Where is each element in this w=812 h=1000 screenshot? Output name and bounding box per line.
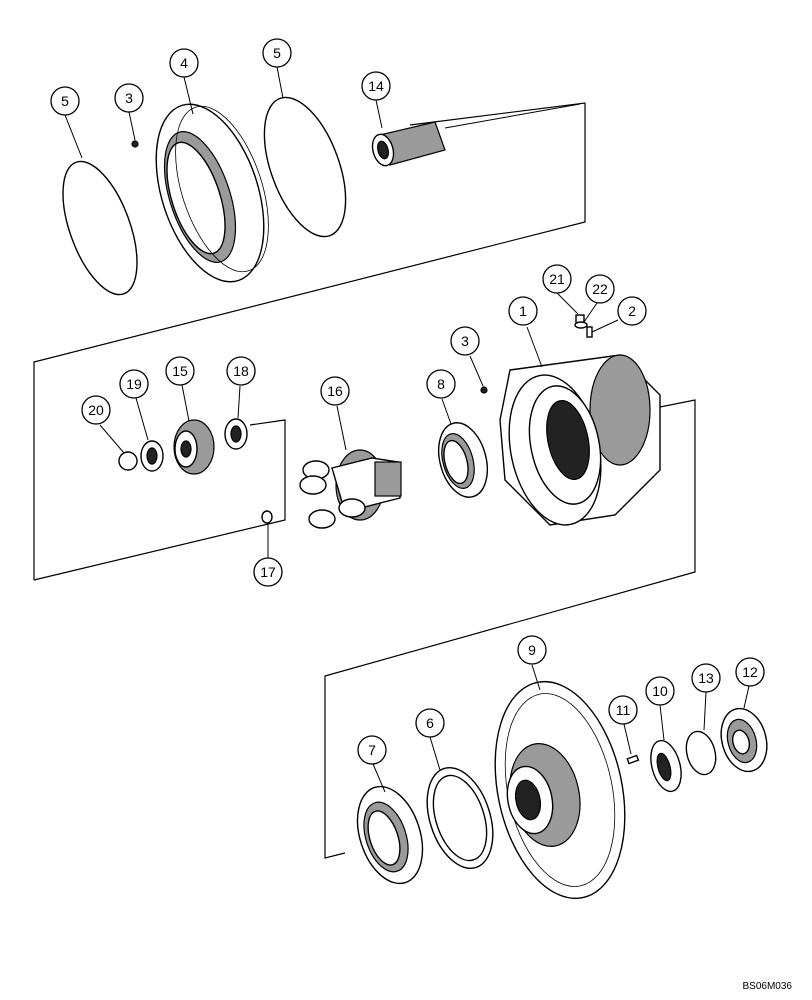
svg-text:13: 13 bbox=[698, 670, 714, 686]
group-frame-top bbox=[33, 102, 586, 580]
callout-17: 17 bbox=[253, 557, 283, 587]
svg-text:21: 21 bbox=[549, 271, 565, 287]
svg-text:2: 2 bbox=[628, 303, 636, 319]
callout-18: 18 bbox=[226, 356, 256, 386]
svg-text:1: 1 bbox=[519, 303, 527, 319]
svg-text:4: 4 bbox=[180, 55, 188, 71]
svg-text:18: 18 bbox=[233, 363, 249, 379]
plug-part-3-middle bbox=[480, 386, 488, 394]
callout-16: 16 bbox=[320, 376, 350, 406]
group-frame-middle-right bbox=[324, 399, 696, 859]
group-frame-middle bbox=[33, 419, 286, 581]
svg-text:19: 19 bbox=[126, 376, 142, 392]
hub-9 bbox=[494, 680, 626, 900]
svg-text:7: 7 bbox=[368, 742, 376, 758]
svg-text:16: 16 bbox=[327, 383, 343, 399]
callout-1: 1 bbox=[508, 296, 538, 326]
callout-4: 4 bbox=[169, 48, 199, 78]
washer-22 bbox=[574, 321, 588, 329]
svg-text:11: 11 bbox=[616, 702, 631, 718]
pin-17 bbox=[261, 510, 273, 524]
svg-text:6: 6 bbox=[426, 715, 434, 731]
callout-3-middle: 3 bbox=[450, 326, 480, 356]
callout-9: 9 bbox=[517, 635, 547, 665]
o-ring-13 bbox=[685, 730, 717, 776]
svg-text:3: 3 bbox=[461, 333, 469, 349]
callout-21: 21 bbox=[542, 264, 572, 294]
svg-text:20: 20 bbox=[88, 402, 104, 418]
callout-3-top: 3 bbox=[114, 83, 144, 113]
pin-2 bbox=[586, 326, 593, 338]
callout-7: 7 bbox=[357, 735, 387, 765]
svg-text:15: 15 bbox=[172, 363, 188, 379]
svg-text:5: 5 bbox=[61, 93, 69, 109]
callout-22: 22 bbox=[585, 274, 615, 304]
svg-text:12: 12 bbox=[742, 664, 758, 680]
ring-gear bbox=[155, 103, 269, 283]
callout-14: 14 bbox=[361, 71, 391, 101]
leader-lines bbox=[64, 66, 750, 793]
bearing-18 bbox=[224, 418, 248, 450]
bearing-cup-6 bbox=[426, 766, 494, 870]
bearing-cone-7 bbox=[356, 785, 424, 885]
planet-carrier-16 bbox=[299, 449, 402, 529]
svg-text:8: 8 bbox=[437, 376, 445, 392]
o-ring-right bbox=[263, 96, 347, 238]
svg-text:10: 10 bbox=[652, 683, 668, 699]
cover-12 bbox=[720, 707, 768, 773]
callout-2: 2 bbox=[617, 296, 647, 326]
svg-text:5: 5 bbox=[273, 45, 281, 61]
svg-text:14: 14 bbox=[368, 78, 384, 94]
svg-text:22: 22 bbox=[592, 281, 608, 297]
pin-11 bbox=[626, 754, 640, 765]
svg-text:17: 17 bbox=[260, 564, 276, 580]
housing-1 bbox=[499, 354, 661, 526]
plug-part-3-top bbox=[131, 140, 139, 148]
svg-text:9: 9 bbox=[528, 642, 536, 658]
callout-19: 19 bbox=[119, 369, 149, 399]
input-shaft bbox=[371, 121, 446, 167]
callout-8: 8 bbox=[426, 369, 456, 399]
snap-ring-20 bbox=[118, 451, 138, 471]
callout-6: 6 bbox=[415, 708, 445, 738]
bearing-10 bbox=[650, 739, 682, 793]
callout-13: 13 bbox=[691, 663, 721, 693]
o-ring-left bbox=[62, 160, 138, 296]
shaft-centerline bbox=[444, 103, 581, 129]
callout-5-right: 5 bbox=[262, 38, 292, 68]
callout-12: 12 bbox=[735, 657, 765, 687]
callout-5-left: 5 bbox=[50, 86, 80, 116]
callout-15: 15 bbox=[165, 356, 195, 386]
drawing-code: BS06M036 bbox=[742, 981, 792, 992]
bearing-19 bbox=[140, 440, 164, 472]
planet-gear-15 bbox=[173, 419, 215, 475]
callout-11: 11 bbox=[608, 695, 638, 725]
seal-8 bbox=[438, 422, 488, 498]
svg-text:3: 3 bbox=[125, 90, 133, 106]
callout-10: 10 bbox=[645, 676, 675, 706]
callout-20: 20 bbox=[81, 395, 111, 425]
